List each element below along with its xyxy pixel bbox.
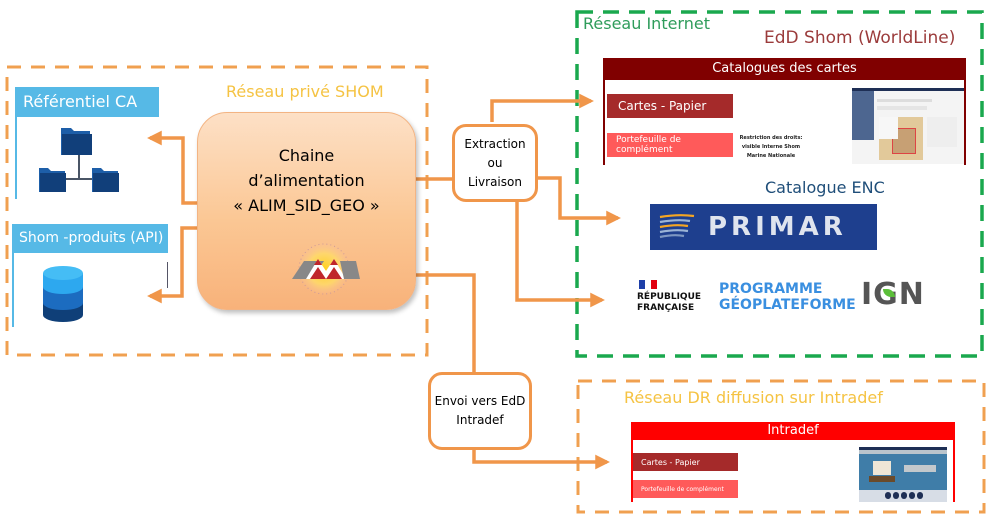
- arrow-envoi-to-intradef: [472, 448, 610, 470]
- shom-produits-divider: [167, 262, 168, 288]
- envoi-line-2: Intradef: [456, 413, 504, 427]
- extraction-line-1: Extraction: [464, 136, 526, 151]
- folder-hierarchy-icon: [39, 128, 119, 192]
- programme-geoplateforme-logo: PROGRAMME GÉOPLATEFORME: [719, 281, 856, 313]
- intradef-screenshot[interactable]: Intradef Cartes - Papier Portefeuille de…: [631, 422, 955, 502]
- cartes-papier-button[interactable]: Cartes - Papier: [607, 94, 733, 118]
- prog-line-2: GÉOPLATEFORME: [719, 297, 856, 313]
- primar-text: PRIMAR: [708, 212, 847, 242]
- intradef-header: Intradef: [633, 422, 953, 440]
- fme-logo-icon: [292, 243, 360, 295]
- edd-shom-title: EdD Shom (WorldLine): [764, 28, 956, 48]
- primar-logo[interactable]: PRIMAR: [650, 204, 877, 250]
- rights-note: Restriction des droits: visible Interne …: [736, 134, 806, 161]
- shom-produits-label: Shom -produits (API): [12, 224, 168, 253]
- extraction-line-3: Livraison: [468, 174, 522, 189]
- edd-shom-header: Catalogues des cartes: [605, 58, 964, 80]
- extraction-line-2: ou: [487, 155, 503, 170]
- zone-border-internet: [575, 10, 984, 358]
- ign-logo: IGN: [861, 277, 927, 313]
- extraction-livraison-step[interactable]: Extraction ou Livraison: [452, 124, 538, 202]
- line-chain-to-envoi: [400, 273, 476, 373]
- chain-line-3: « ALIM_SID_GEO »: [233, 196, 380, 215]
- envoi-intradef-step[interactable]: Envoi vers EdD Intradef: [428, 372, 532, 450]
- rf-line-1: RÉPUBLIQUE: [637, 292, 702, 302]
- french-flag-icon: [639, 280, 657, 289]
- arrow-extraction-to-geoplateforme: [515, 200, 605, 308]
- zone-title-private: Réseau privé SHOM: [226, 82, 384, 101]
- arrow-extraction-to-primar: [537, 176, 621, 226]
- rights-note-line-3: Marine Nationale: [746, 153, 796, 159]
- catalog-preview-image: [852, 88, 964, 164]
- intradef-ships-image: [859, 447, 947, 502]
- zone-title-internet: Réseau Internet: [583, 14, 710, 33]
- edd-shom-screenshot[interactable]: Catalogues des cartes Cartes - Papier Po…: [603, 58, 966, 165]
- rf-line-2: FRANÇAISE: [637, 303, 695, 313]
- chain-line-2: d’alimentation: [248, 171, 365, 190]
- republique-francaise-logo: RÉPUBLIQUE FRANÇAISE: [637, 280, 712, 320]
- chain-line-1: Chaine: [278, 146, 335, 165]
- intradef-cartes-papier-button[interactable]: Cartes - Papier: [633, 453, 738, 471]
- catalogue-enc-title: Catalogue ENC: [765, 178, 885, 197]
- zone-border-private: [5, 65, 429, 357]
- ign-leaf-icon: [883, 289, 895, 297]
- referentiel-border: [15, 87, 17, 199]
- zone-border-intradef: [576, 379, 986, 514]
- envoi-line-1: Envoi vers EdD: [434, 394, 526, 408]
- primar-wave-icon: [659, 214, 695, 239]
- rights-note-line-2: visible Interne Shom: [741, 144, 801, 150]
- arrow-extraction-to-edd: [490, 93, 594, 122]
- prog-line-1: PROGRAMME: [719, 281, 823, 297]
- portefeuille-button[interactable]: Portefeuille de complément: [607, 133, 733, 157]
- intradef-portefeuille-button[interactable]: Portefeuille de complément: [633, 480, 738, 498]
- database-icon: [43, 266, 83, 322]
- zone-title-intradef: Réseau DR diffusion sur Intradef: [624, 388, 883, 407]
- referentiel-label: Référentiel CA: [16, 87, 159, 117]
- rights-note-line-1: Restriction des droits:: [739, 135, 803, 141]
- alim-sid-geo-chain[interactable]: Chaine d’alimentation « ALIM_SID_GEO »: [197, 112, 416, 310]
- shom-produits-border: [12, 224, 14, 327]
